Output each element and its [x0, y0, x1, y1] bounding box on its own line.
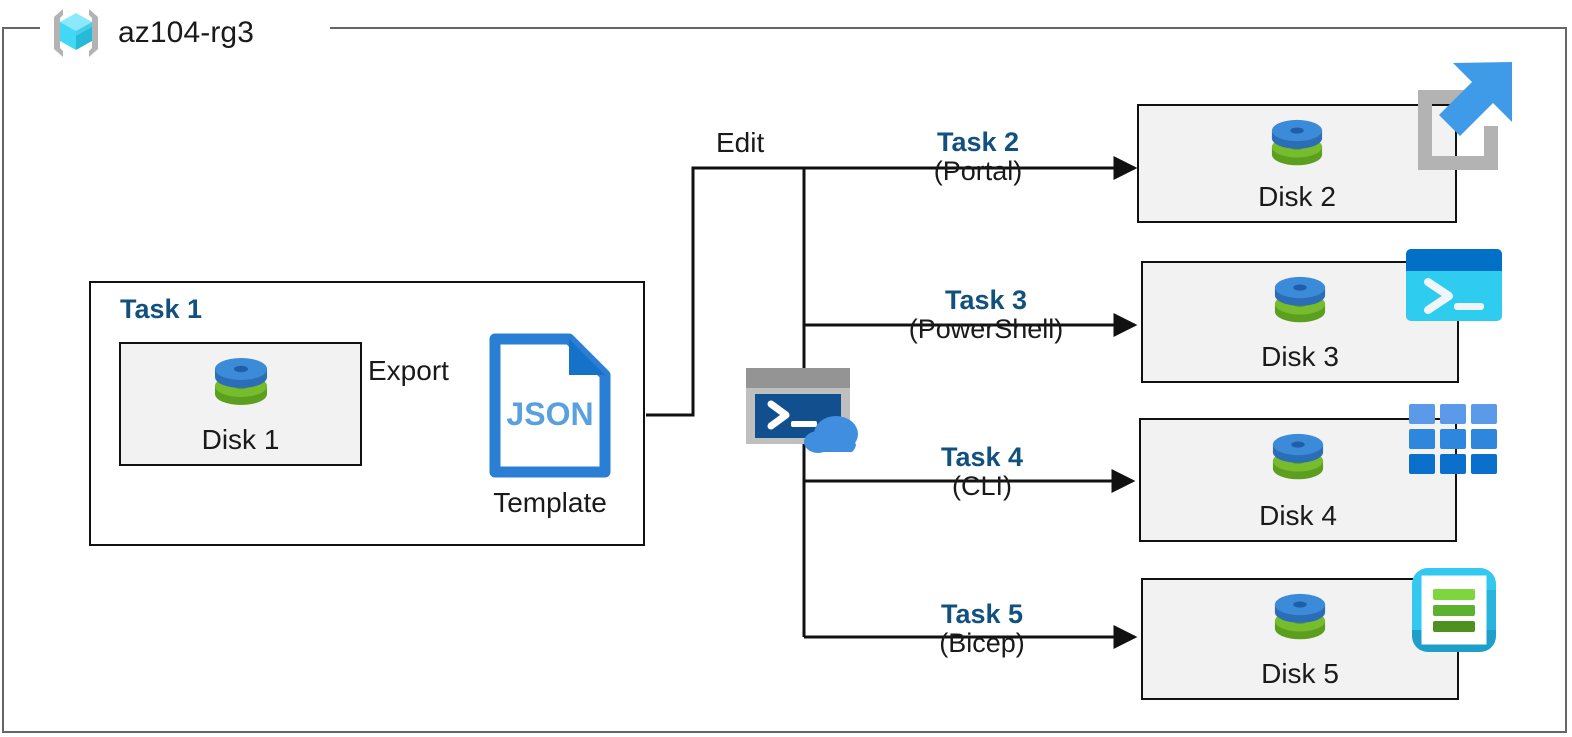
- bicep-file-icon: [1406, 562, 1502, 663]
- disk-box-4: Disk 4: [1139, 418, 1457, 542]
- managed-disk-icon: [1267, 432, 1329, 491]
- resource-group-frame: [2, 27, 1567, 733]
- branch-label-2: Task 2 (Portal): [933, 127, 1023, 187]
- branch-label-3: Task 3 (PowerShell): [908, 285, 1064, 345]
- resource-group-header: az104-rg3: [46, 3, 254, 63]
- svg-text:JSON: JSON: [506, 396, 593, 432]
- disk-label-3: Disk 3: [1261, 341, 1339, 372]
- managed-disk-icon: [1269, 275, 1331, 334]
- powershell-icon: [1406, 249, 1502, 326]
- cloud-shell-icon: [744, 366, 866, 459]
- disk-label-4: Disk 4: [1259, 500, 1337, 531]
- azure-portal-icon: [1408, 60, 1520, 177]
- disk-box-2: Disk 2: [1137, 104, 1457, 223]
- managed-disk-icon: [1269, 592, 1331, 651]
- branch-label-4: Task 4 (CLI): [940, 442, 1024, 502]
- disk-label-2: Disk 2: [1258, 181, 1336, 212]
- managed-disk-icon: [209, 356, 273, 417]
- managed-disk-icon: [1266, 118, 1328, 177]
- task1-title: Task 1: [120, 294, 203, 324]
- resource-group-cube-icon: [46, 3, 106, 63]
- azure-cli-grid-icon: [1409, 404, 1497, 479]
- export-label: Export: [368, 355, 449, 386]
- resource-group-name: az104-rg3: [118, 16, 254, 49]
- template-caption: Template: [493, 487, 607, 518]
- disk-box-5: Disk 5: [1141, 578, 1459, 700]
- edit-label: Edit: [716, 127, 765, 158]
- disk-box-1: Disk 1: [119, 342, 362, 466]
- disk-label-1: Disk 1: [201, 424, 280, 455]
- disk-label-5: Disk 5: [1261, 658, 1339, 689]
- branch-label-5: Task 5 (Bicep): [939, 599, 1025, 659]
- json-file-icon: JSON: [489, 333, 611, 483]
